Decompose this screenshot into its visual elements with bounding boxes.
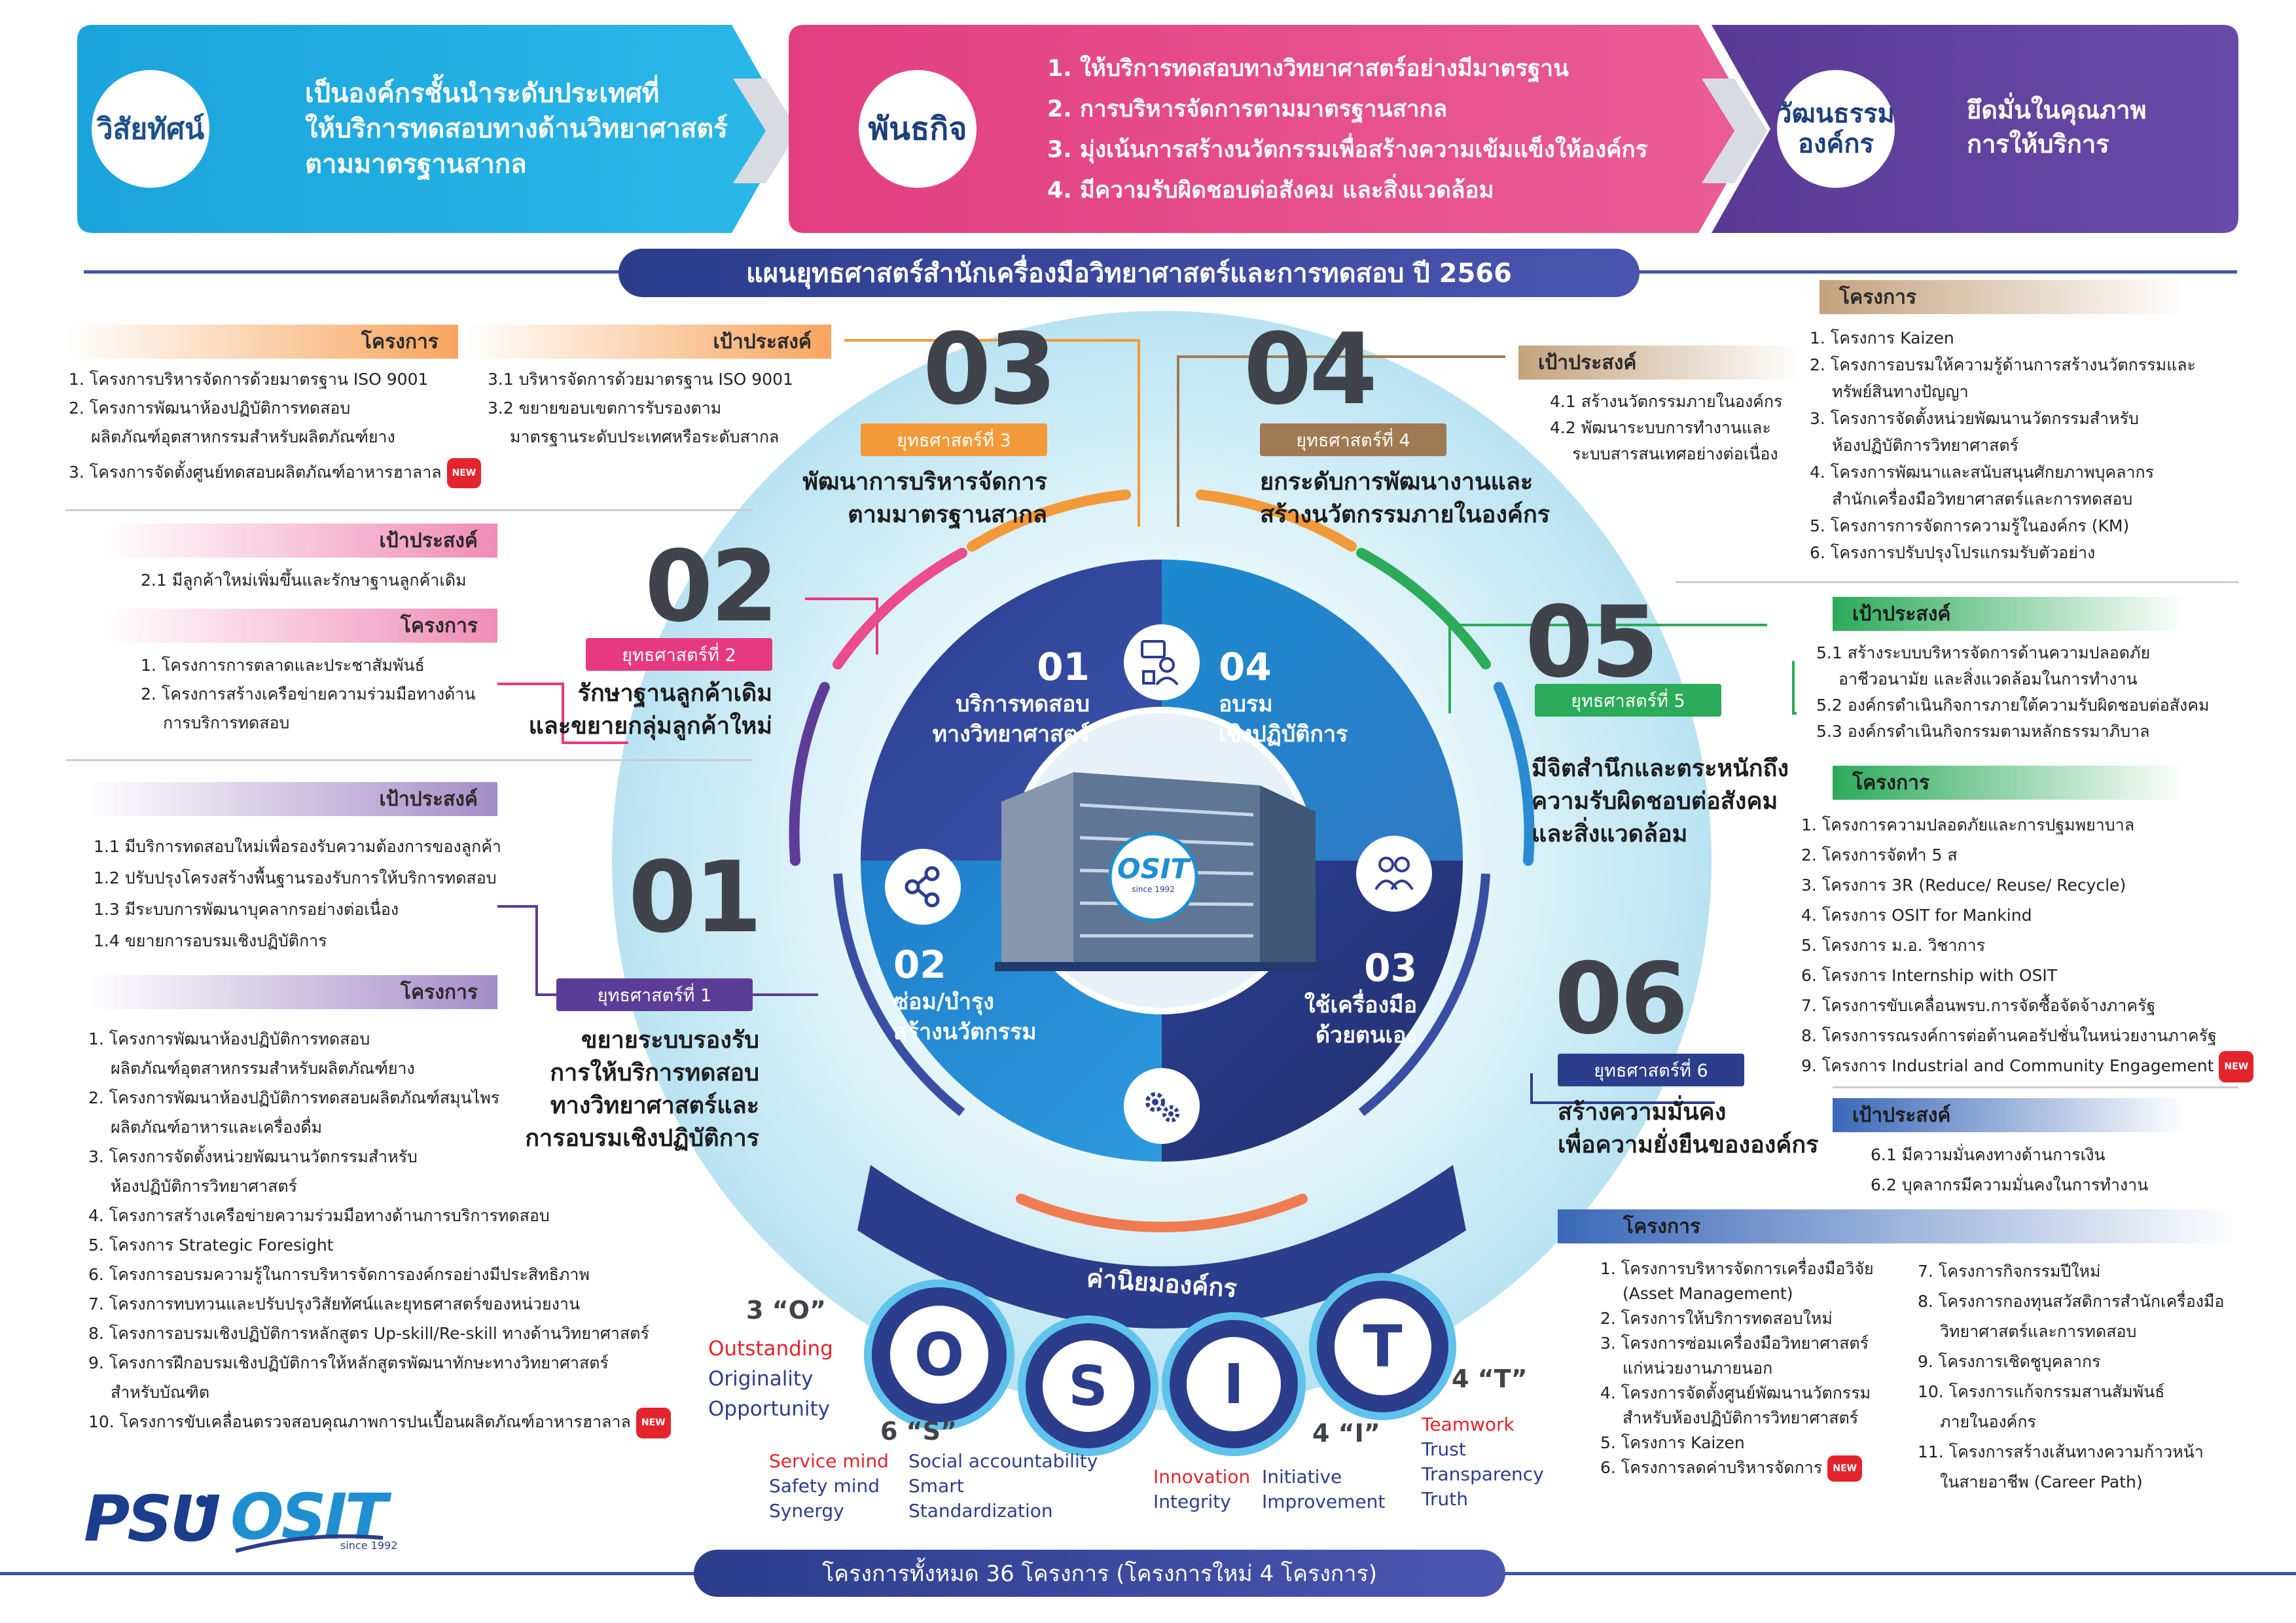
mission-banner: พันธกิจ 1. ให้บริการทดสอบทางวิทยาศาสตร์อ… — [789, 25, 1757, 233]
strategy-05-title: มีจิตสำนึกและตระหนักถึง ความรับผิดชอบต่อ… — [1532, 755, 1789, 847]
value-o-list: Outstanding Originality Opportunity — [708, 1337, 833, 1421]
s5-goal-label: เป้าประสงค์ — [1833, 597, 2186, 631]
s4-project-label: โครงการ — [1820, 280, 2186, 314]
value-i-head: 4 “I” — [1312, 1419, 1380, 1448]
chevron-right-icon — [733, 79, 798, 183]
value-t-list: Teamwork Trust Transparency Truth — [1422, 1414, 1544, 1510]
strategy-02-number: 02 — [645, 530, 779, 644]
osit-center-logo-since: since 1992 — [1132, 885, 1175, 894]
s1-project-list: 1. โครงการพัฒนาห้องปฏิบัติการทดสอบ ผลิตภ… — [88, 1024, 671, 1438]
value-circle-t: T — [1309, 1273, 1456, 1420]
strategy-05-number: 05 — [1525, 586, 1659, 700]
osit-logo-swoosh — [236, 1534, 384, 1553]
s2-goal-list: 2.1 มีลูกค้าใหม่เพิ่มขึ้นและรักษาฐานลูกค… — [141, 571, 467, 590]
strategy-03-number: 03 — [923, 313, 1057, 427]
new-badge: NEW — [636, 1407, 671, 1438]
psu-logo-dot — [196, 1495, 208, 1507]
s4-goal-list: 4.1 สร้างนวัตกรรมภายในองค์กร 4.2 พัฒนาระ… — [1550, 392, 1783, 463]
mission-item: 2. การบริหารจัดการตามมาตรฐานสากล — [1047, 96, 1448, 122]
culture-label: วัฒนธรรมองค์กร — [1777, 70, 1895, 188]
s5-project-label: โครงการ — [1833, 766, 2186, 800]
s5-goal-list: 5.1 สร้างระบบบริหารจัดการด้านความปลอดภัย… — [1816, 643, 2210, 741]
strategy-02-label: ยุทธศาสตร์ที่ 2 — [586, 638, 772, 671]
value-i-right: Initiative Improvement — [1262, 1466, 1386, 1512]
strategy-03-title: พัฒนาการบริหารจัดการ ตามมาตรฐานสากล — [802, 469, 1047, 528]
gears-icon — [1145, 1092, 1179, 1122]
service-04: 04 อบรม เชิงปฏิบัติการ — [1219, 645, 1348, 747]
strategy-06-number: 06 — [1554, 942, 1689, 1056]
strategy-04-title: ยกระดับการพัฒนางานและ สร้างนวัตกรรมภายใน… — [1260, 469, 1551, 528]
service-03: 03 ใช้เครื่องมือ ด้วยตนเอง — [1304, 946, 1417, 1048]
new-badge: NEW — [446, 458, 482, 488]
strategy-06-label: ยุทธศาสตร์ที่ 6 — [1558, 1054, 1744, 1086]
s6-project-label: โครงการ — [1558, 1209, 2238, 1243]
strategy-05-label: ยุทธศาสตร์ที่ 5 — [1535, 684, 1721, 717]
s2-project-label: โครงการ — [105, 609, 497, 643]
strategy-01-number: 01 — [628, 841, 762, 955]
s1-goal-label: เป้าประสงค์ — [85, 782, 497, 816]
strategy-04-number: 04 — [1244, 313, 1378, 427]
mission-label: พันธกิจ — [859, 70, 977, 188]
vision-line: ให้บริการทดสอบทางด้านวิทยาศาสตร์ — [305, 114, 728, 144]
s6-goal-label: เป้าประสงค์ — [1833, 1098, 2186, 1132]
vision-banner: วิสัยทัศน์ เป็นองค์กรชั้นนำระดับประเทศที… — [77, 25, 791, 233]
s2-goal-label: เป้าประสงค์ — [105, 524, 497, 558]
value-circle-i: I — [1162, 1312, 1306, 1456]
value-i-left: Innovation Integrity — [1153, 1466, 1251, 1512]
footer-total: โครงการทั้งหมด 36 โครงการ (โครงการใหม่ 4… — [694, 1550, 1505, 1597]
mission-item: 3. มุ่งเน้นการสร้างนวัตกรรมเพื่อสร้างควา… — [1047, 137, 1648, 163]
s3-goal-list: 3.1 บริหารจัดการด้วยมาตรฐาน ISO 9001 3.2… — [488, 370, 793, 446]
service-01: 01 บริการทดสอบ ทางวิทยาศาสตร์ — [932, 645, 1090, 747]
osit-center-logo: OSIT — [1117, 853, 1190, 885]
s3-goal-label: เป้าประสงค์ — [465, 325, 831, 359]
psu-logo: PSU — [84, 1482, 221, 1556]
strategy-01-label: ยุทธศาสตร์ที่ 1 — [556, 978, 753, 1011]
plan-title: แผนยุทธศาสตร์สำนักเครื่องมือวิทยาศาสตร์แ… — [619, 249, 1640, 297]
value-s-left: Service mind Safety mind Synergy — [769, 1450, 889, 1522]
s6-project-list-a: 1. โครงการบริหารจัดการเครื่องมือวิจัย (A… — [1600, 1257, 1874, 1482]
vision-line: เป็นองค์กรชั้นนำระดับประเทศที่ — [305, 79, 660, 109]
share-network-icon — [905, 866, 940, 908]
s6-goal-list: 6.1 มีความมั่นคงทางด้านการเงิน 6.2 บุคลา… — [1871, 1145, 2149, 1194]
s3-project-label: โครงการ — [65, 325, 458, 359]
new-badge: NEW — [2219, 1051, 2254, 1082]
culture-line: ยึดมั่นในคุณภาพ — [1967, 96, 2147, 124]
value-circle-o: O — [864, 1279, 1014, 1430]
value-circle-s: S — [1018, 1315, 1158, 1456]
s3-project-list: 1. โครงการบริหารจัดการด้วยมาตรฐาน ISO 90… — [69, 365, 482, 488]
strategy-04-label: ยุทธศาสตร์ที่ 4 — [1260, 423, 1446, 456]
strategy-01-title: ขยายระบบรองรับ การให้บริการทดสอบ ทางวิทย… — [525, 1027, 759, 1152]
s1-goal-list: 1.1 มีบริการทดสอบใหม่เพื่อรองรับความต้อง… — [94, 837, 501, 950]
culture-banner: วัฒนธรรมองค์กร ยึดมั่นในคุณภาพ การให้บริ… — [1712, 25, 2238, 233]
tester-monitor-icon — [1141, 640, 1179, 686]
osit-logo: OSIT — [230, 1480, 387, 1554]
s2-project-list: 1. โครงการการตลาดและประชาสัมพันธ์ 2. โคร… — [141, 656, 476, 732]
vision-line: ตามมาตรฐานสากล — [305, 149, 527, 179]
s4-goal-label: เป้าประสงค์ — [1518, 346, 1800, 380]
people-group-icon — [1374, 857, 1414, 891]
new-badge: NEW — [1827, 1455, 1862, 1482]
vision-label: วิสัยทัศน์ — [92, 70, 209, 188]
s4-project-list: 1. โครงการ Kaizen 2. โครงการอบรมให้ความร… — [1810, 329, 2196, 562]
value-t-head: 4 “T” — [1452, 1364, 1528, 1393]
value-s-head: 6 “S” — [880, 1417, 957, 1446]
mission-item: 4. มีความรับผิดชอบต่อสังคม และสิ่งแวดล้อ… — [1047, 177, 1494, 204]
strategy-02-title: รักษาฐานลูกค้าเดิม และขยายกลุ่มลูกค้าใหม… — [528, 680, 772, 740]
culture-line: การให้บริการ — [1967, 130, 2109, 158]
value-o-head: 3 “O” — [746, 1296, 826, 1325]
s1-project-label: โครงการ — [85, 975, 497, 1009]
osit-logo-since: since 1992 — [340, 1539, 398, 1552]
service-02: 02 ซ่อม/บำรุง สร้างนวัตกรรม — [893, 942, 1037, 1045]
chevron-right-icon — [1702, 79, 1767, 183]
s5-project-list: 1. โครงการความปลอดภัยและการปฐมพยาบาล 2. … — [1801, 810, 2254, 1082]
value-s-right: Social accountability Smart Standardizat… — [908, 1450, 1098, 1522]
strategy-06-title: สร้างความมั่นคง เพื่อความยั่งยืนขององค์ก… — [1558, 1099, 1819, 1158]
mission-item: 1. ให้บริการทดสอบทางวิทยาศาสตร์อย่างมีมา… — [1047, 56, 1570, 82]
strategy-03-label: ยุทธศาสตร์ที่ 3 — [861, 423, 1047, 456]
s6-project-list-b: 7. โครงการกิจกรรมปีใหม่ 8. โครงการกองทุน… — [1918, 1262, 2225, 1491]
